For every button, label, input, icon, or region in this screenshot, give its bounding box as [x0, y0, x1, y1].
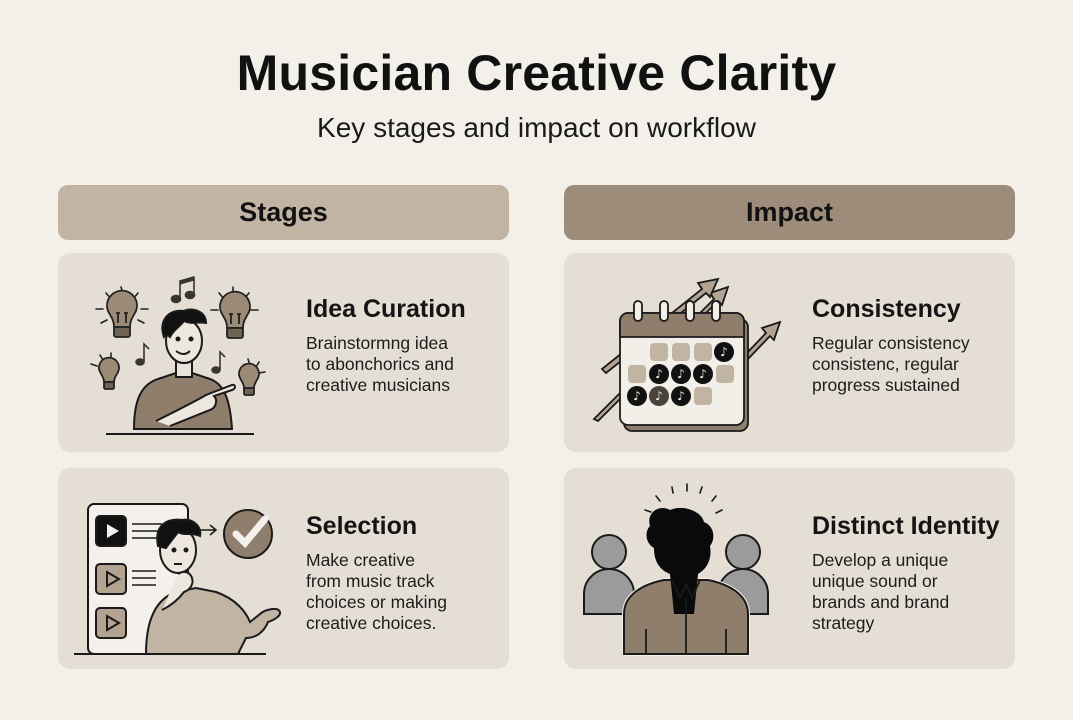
svg-text:♪: ♪ [633, 389, 641, 403]
card-description: Make creative from music track choices o… [306, 550, 448, 633]
svg-text:♪: ♪ [699, 367, 707, 381]
svg-text:♪: ♪ [677, 367, 685, 381]
card-description: Regular consistency consistenc, regular … [812, 333, 970, 395]
lightbulb-musician-icon [66, 259, 294, 449]
card-title: Selection [306, 512, 418, 540]
card-selection: Selection Make creative from music track… [58, 468, 509, 669]
svg-text:♪: ♪ [655, 367, 663, 381]
svg-text:♪: ♪ [720, 345, 728, 359]
card-title: Idea Curation [306, 295, 466, 323]
distinct-person-icon [572, 474, 800, 664]
page-title: Musician Creative Clarity [236, 45, 837, 101]
card-idea-curation: Idea Curation Brainstormng idea to abonc… [58, 253, 509, 452]
card-distinct-identity: Distinct Identity Develop a unique uniqu… [564, 468, 1015, 669]
track-selection-icon [66, 474, 294, 664]
calendar-progress-icon: ♪ ♪ ♪ ♪ ♪ ♪ ♪ [572, 259, 800, 449]
card-description: Develop a unique unique sound or brands … [812, 550, 950, 633]
card-title: Consistency [812, 295, 961, 323]
column-header-impact: Impact [564, 185, 1015, 240]
column-header-label: Stages [239, 197, 328, 227]
column-header-label: Impact [745, 197, 834, 227]
svg-text:♪: ♪ [677, 389, 685, 403]
card-title: Distinct Identity [812, 512, 1000, 540]
card-description: Brainstormng idea to abonchorics and cre… [306, 333, 454, 395]
page-subtitle: Key stages and impact on workflow [317, 112, 756, 143]
column-header-stages: Stages [58, 185, 509, 240]
svg-text:♪: ♪ [655, 389, 663, 403]
card-consistency: ♪ ♪ ♪ ♪ ♪ ♪ ♪ Consistency Regular consistency… [564, 253, 1015, 452]
